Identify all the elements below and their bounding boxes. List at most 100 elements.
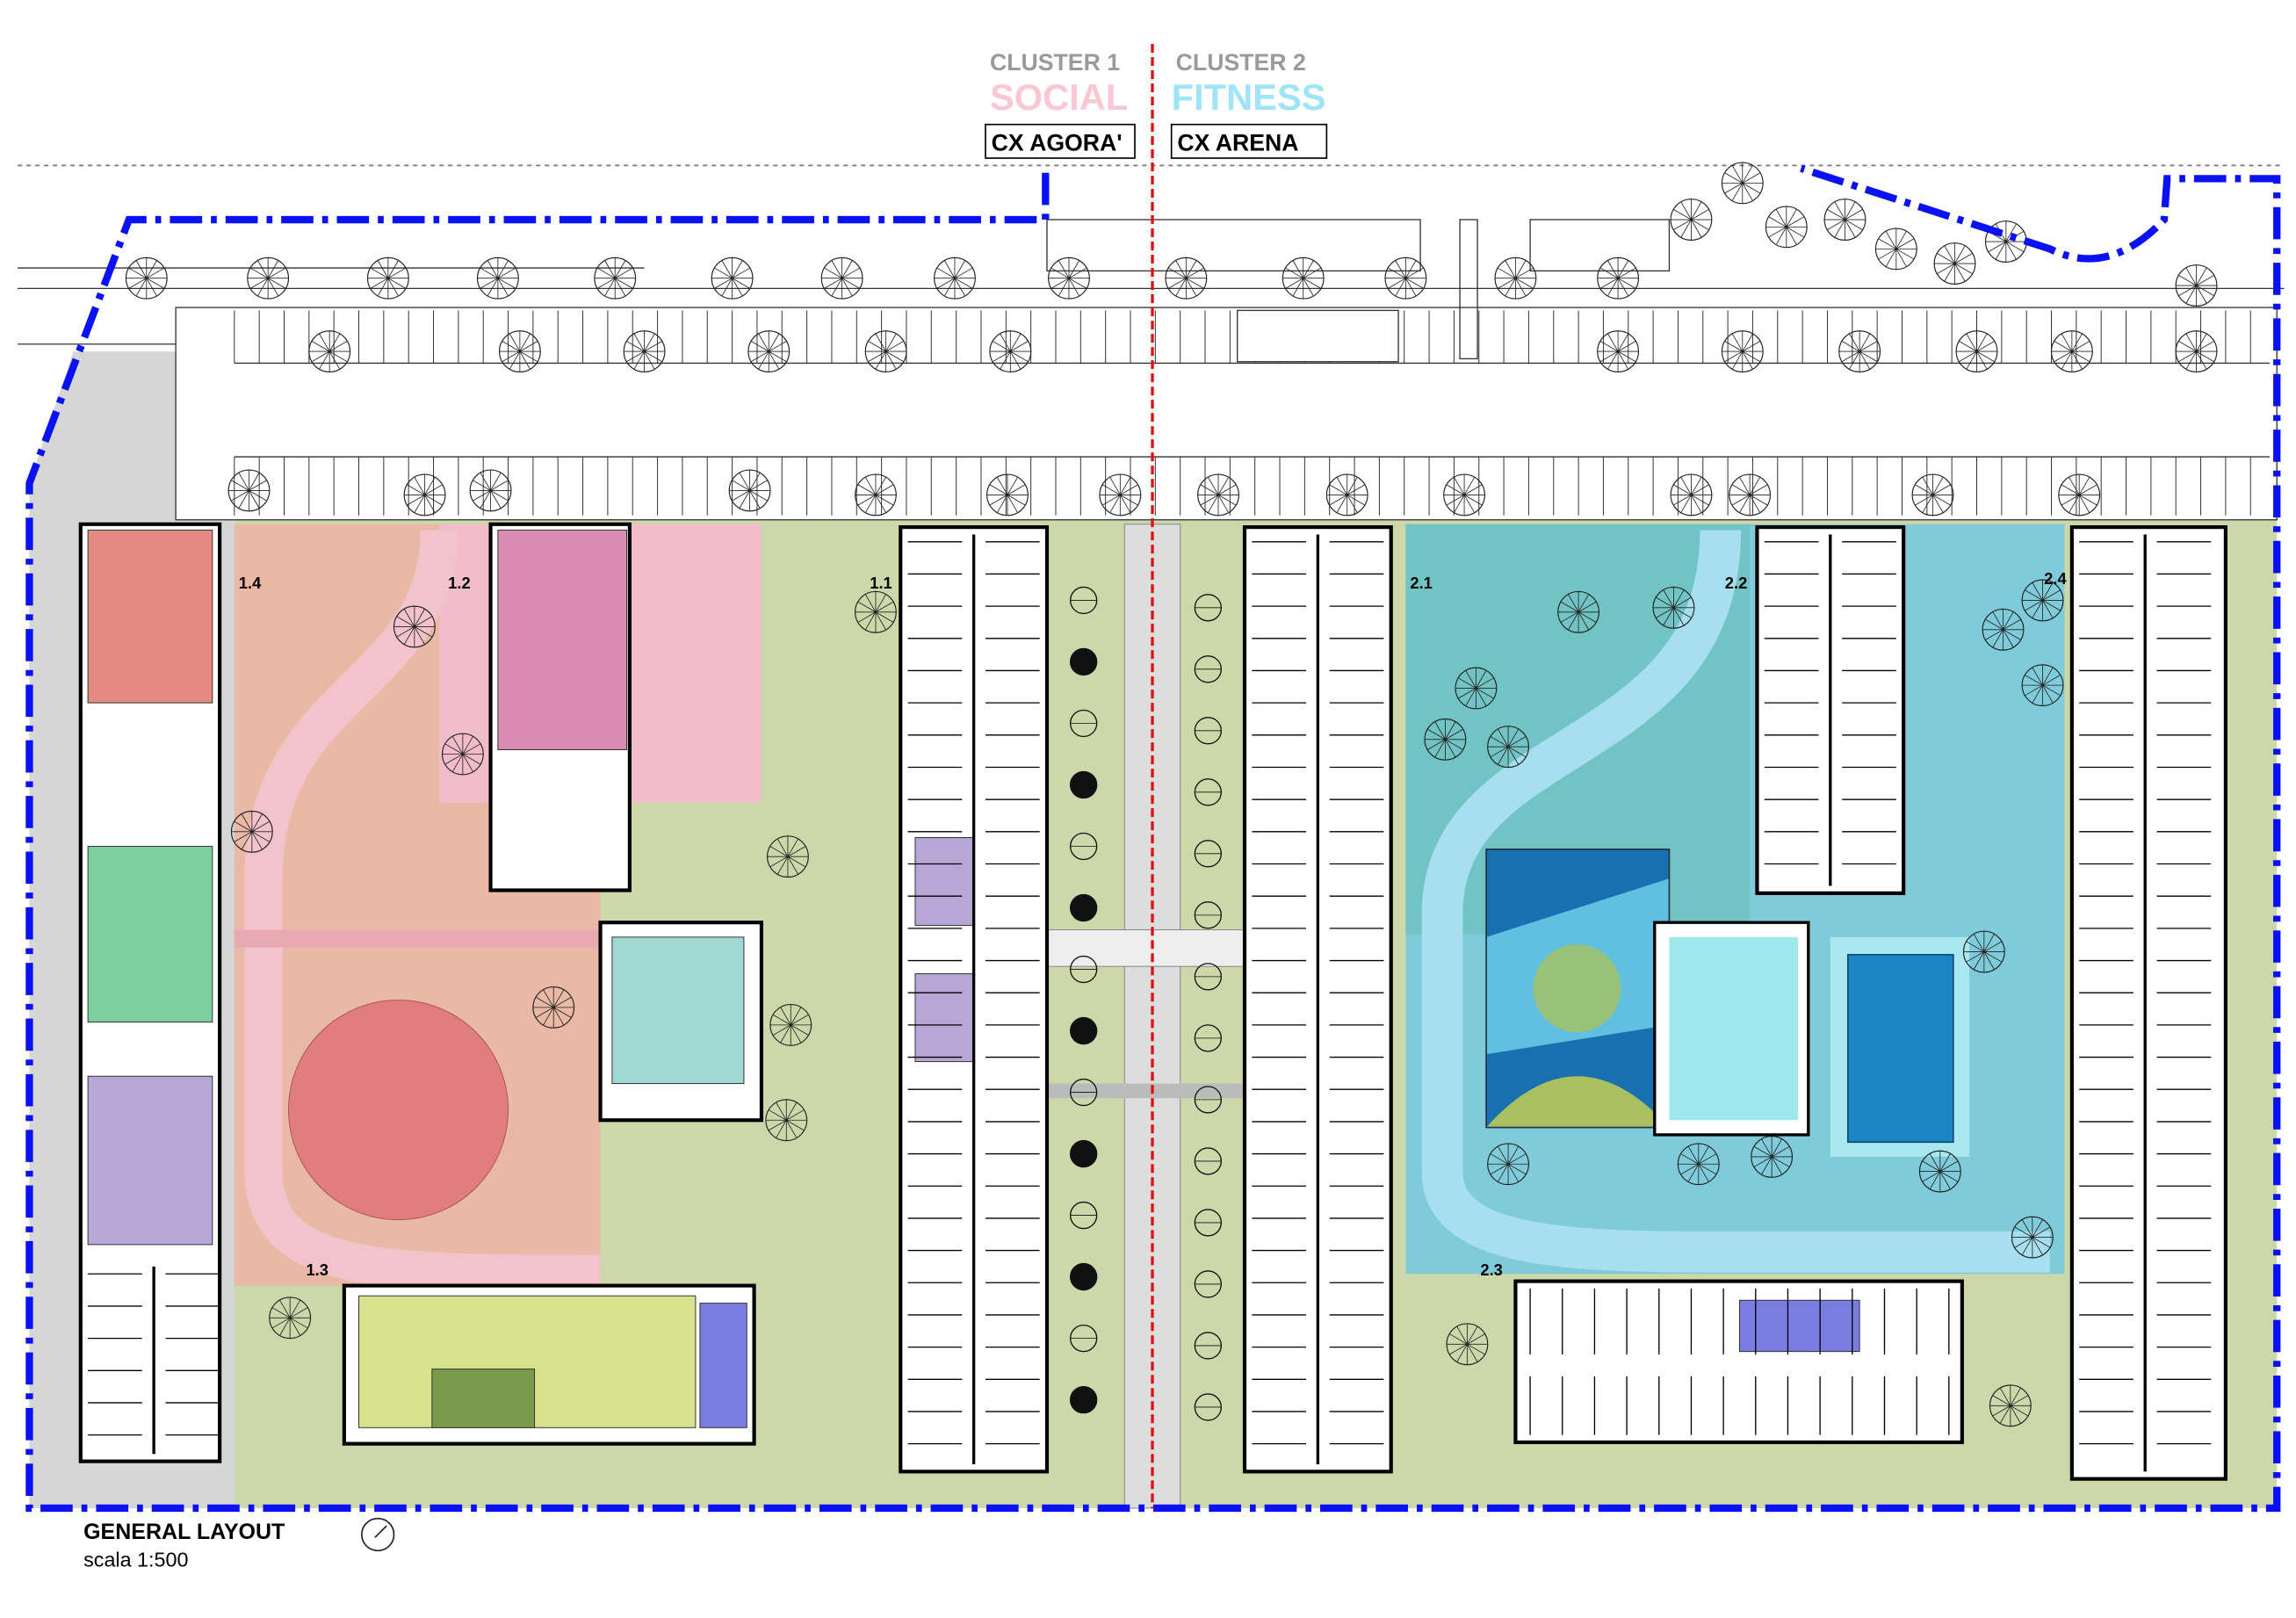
terrace-strip — [234, 929, 601, 948]
tree-icon — [1652, 586, 1695, 629]
tree-icon — [747, 330, 791, 372]
tree-icon — [1455, 667, 1498, 710]
tree-icon — [1721, 162, 1764, 205]
tree-icon — [2175, 330, 2218, 372]
plaza-circle — [287, 1000, 509, 1221]
tree-icon — [2021, 664, 2064, 707]
tree-icon — [820, 256, 863, 300]
basketball-court — [1485, 849, 1671, 1129]
tree-icon — [476, 256, 519, 300]
tree-icon — [1069, 1201, 1098, 1230]
tree-icon — [1823, 199, 1866, 241]
cluster1-name: CX AGORA' — [992, 130, 1123, 156]
zone-label-1-2: 1.2 — [448, 574, 470, 592]
tree-icon — [989, 330, 1032, 372]
tree-icon — [1751, 1135, 1794, 1178]
tree-icon — [1838, 330, 1881, 372]
tree-icon — [1197, 473, 1239, 516]
tree-icon — [1069, 586, 1098, 615]
tree-icon — [1557, 590, 1600, 633]
tree-icon — [441, 733, 484, 776]
zone-label-2-1: 2.1 — [1410, 574, 1432, 592]
tree-icon — [1597, 256, 1640, 300]
tree-icon — [1989, 1384, 2032, 1427]
tree-icon — [1048, 256, 1090, 300]
tree-icon — [1194, 963, 1223, 991]
tree-icon — [1194, 1332, 1223, 1360]
tree-icon — [728, 469, 771, 512]
tree-icon — [1933, 242, 1976, 285]
tree-icon — [1729, 473, 1772, 516]
tree-icon — [1911, 473, 1954, 516]
tree-icon — [1765, 206, 1808, 249]
tree-icon — [1677, 1143, 1720, 1186]
tree-icon — [594, 256, 637, 300]
tree-icon — [1069, 832, 1098, 861]
road — [175, 307, 2278, 521]
social-pathway — [244, 529, 601, 1293]
tree-icon — [1069, 1324, 1098, 1353]
tree-icon — [1069, 1078, 1098, 1107]
tree-icon — [2175, 264, 2218, 307]
zone-label-2-3: 2.3 — [1480, 1260, 1502, 1279]
zone-label-2-4: 2.4 — [2044, 569, 2067, 588]
tree-icon — [767, 835, 809, 878]
tree-icon — [1194, 840, 1223, 868]
tree-icon — [1194, 1024, 1223, 1052]
zone-label-1-1: 1.1 — [870, 574, 892, 592]
tree-icon — [855, 590, 897, 633]
cluster2-theme: FITNESS — [1172, 76, 1326, 118]
tree-icon — [469, 469, 512, 512]
residential-units — [88, 534, 2212, 1472]
tree-icon — [366, 256, 409, 300]
tree-icon — [1443, 473, 1485, 516]
tree-icon — [1194, 1086, 1223, 1114]
north-arrow-icon — [361, 1517, 395, 1552]
tree-icon — [1282, 256, 1325, 300]
tree-icon — [1194, 901, 1223, 929]
site-boundary — [25, 164, 2281, 1513]
tree-icon — [864, 330, 907, 372]
tree-icon — [1069, 1262, 1098, 1291]
tree-icon — [1325, 473, 1368, 516]
tree-icon — [1069, 893, 1098, 922]
tree-icon — [498, 330, 541, 372]
tree-icon — [1099, 473, 1142, 516]
tree-icon — [1194, 717, 1223, 745]
cluster1-title: CLUSTER 1 — [990, 49, 1120, 76]
tree-icon — [532, 986, 575, 1029]
tree-icon — [230, 810, 273, 853]
tree-icon — [1194, 1147, 1223, 1175]
tree-icon — [2011, 1216, 2054, 1259]
tree-icon — [1069, 647, 1098, 676]
tree-icon — [1194, 778, 1223, 806]
tree-icon — [2050, 330, 2093, 372]
tree-icon — [1955, 330, 1998, 372]
tree-icon — [1874, 228, 1917, 271]
tree-icon — [986, 473, 1029, 516]
tree-icon — [1069, 1139, 1098, 1168]
tree-icon — [1918, 1150, 1961, 1193]
tree-icon — [1962, 930, 2005, 973]
tree-icon — [403, 473, 446, 516]
tree-icon — [1487, 726, 1529, 769]
tree-icon — [1446, 1323, 1489, 1366]
tree-icon — [1194, 655, 1223, 683]
tree-icon — [934, 256, 976, 300]
tree-icon — [1194, 1393, 1223, 1421]
avenue-path — [1123, 524, 1181, 1509]
cluster2-name: CX ARENA — [1177, 130, 1298, 156]
tree-icon — [2021, 579, 2064, 622]
tree-icon — [1597, 330, 1640, 372]
swimming-pool — [1830, 936, 1970, 1157]
crosswalk-2 — [1046, 1083, 1253, 1099]
cluster1-name-box — [985, 123, 1136, 159]
trees — [125, 162, 2218, 1427]
tree-icon — [1069, 955, 1098, 984]
tree-icon — [769, 1003, 812, 1046]
tree-icon — [1494, 256, 1537, 300]
tree-icon — [1424, 718, 1467, 761]
tree-icon — [247, 256, 290, 300]
tree-icon — [269, 1297, 312, 1340]
